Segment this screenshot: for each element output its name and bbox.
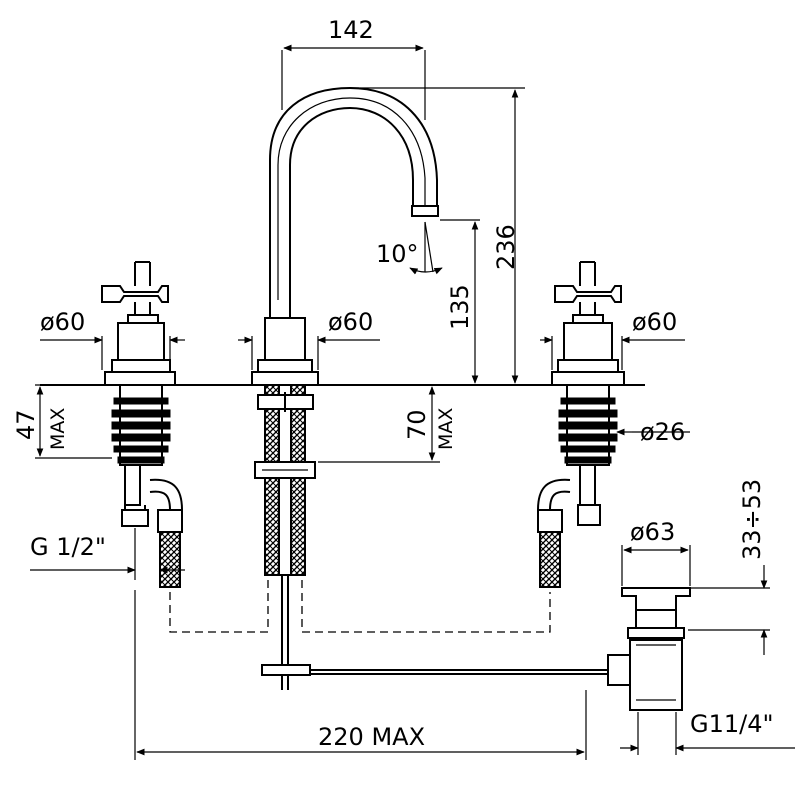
dim-dia60-center-text: ø60 bbox=[328, 308, 373, 336]
left-flex-hose bbox=[159, 531, 181, 588]
waste-flange bbox=[621, 587, 691, 611]
right-valve-group bbox=[536, 261, 625, 588]
spout-neck bbox=[264, 317, 306, 361]
left-valve-group bbox=[101, 261, 184, 588]
right-ring bbox=[560, 397, 616, 405]
waste-group bbox=[607, 587, 691, 711]
right-flex-hose bbox=[539, 531, 561, 588]
aerator bbox=[411, 205, 439, 217]
left-valve-base bbox=[104, 371, 176, 386]
dim-135-text: 135 bbox=[446, 284, 474, 330]
dim-dia26-text: ø26 bbox=[640, 418, 685, 446]
spout-base bbox=[251, 371, 319, 386]
dim-angle-text: 10° bbox=[376, 240, 419, 268]
dim-220-text: 220 MAX bbox=[318, 723, 425, 751]
dim-g114-text: G11/4" bbox=[690, 710, 774, 738]
dim-dia63-text: ø63 bbox=[630, 518, 675, 546]
right-valve-base bbox=[551, 371, 625, 386]
right-cross-handle bbox=[554, 285, 622, 303]
dim-142-text: 142 bbox=[328, 16, 374, 44]
left-cross-handle bbox=[101, 285, 169, 303]
dim-33-53-text: 33÷53 bbox=[738, 479, 766, 560]
dim-236-text: 236 bbox=[492, 224, 520, 270]
left-connection-dashed bbox=[169, 580, 269, 633]
dim-g12-text: G 1/2" bbox=[30, 533, 106, 561]
waste-lever-nut bbox=[607, 654, 631, 686]
left-ring bbox=[113, 397, 169, 405]
dim-47-text: 47 bbox=[12, 409, 40, 440]
spout-group bbox=[251, 86, 610, 690]
right-connection-dashed bbox=[301, 580, 551, 633]
dim-47-max-text: MAX bbox=[47, 408, 69, 450]
dim-70-max-text: MAX bbox=[435, 408, 457, 450]
dim-70-text: 70 bbox=[403, 409, 431, 440]
dim-dia60-left-text: ø60 bbox=[40, 308, 85, 336]
dim-dia60-right-text: ø60 bbox=[632, 308, 677, 336]
